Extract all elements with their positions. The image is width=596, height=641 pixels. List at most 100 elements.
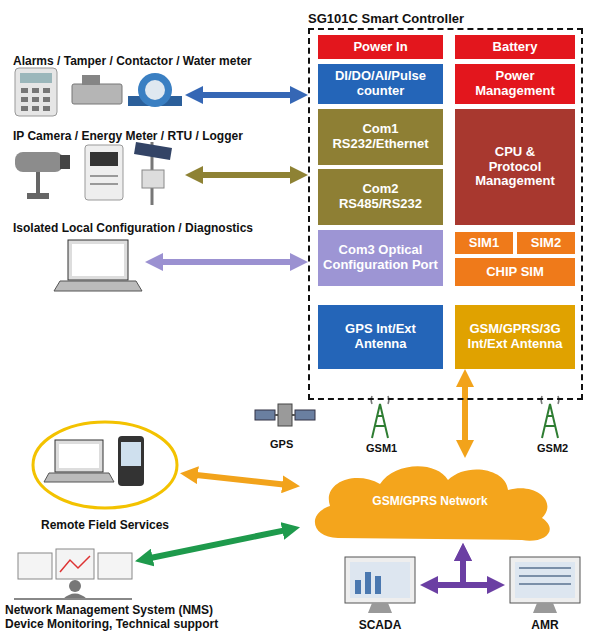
node-text: SCADA	[310, 618, 450, 632]
monitor	[345, 557, 415, 603]
tower-brace	[375, 425, 385, 427]
tower-frame	[542, 404, 558, 438]
link-arrow	[192, 474, 288, 485]
text-holder: CHIP SIM	[455, 258, 575, 286]
monitor-screen	[350, 562, 410, 598]
monitor	[56, 549, 94, 579]
text-holder: Isolated Local Configuration / Diagnosti…	[13, 221, 253, 235]
monitor-stand	[533, 603, 557, 613]
camera-stand	[36, 172, 40, 194]
laptop-screen	[59, 444, 99, 468]
screen-bar	[375, 576, 381, 594]
power-block: Power Management	[455, 64, 575, 104]
water-meter	[128, 73, 182, 107]
keypad-body	[15, 68, 57, 116]
remote-services-ellipse: Remote Field Services	[30, 420, 180, 510]
node-text: Com3 Optical Configuration Port	[322, 243, 439, 273]
camera-body	[15, 152, 63, 172]
io-block: DI/DO/AI/Pulse counter	[318, 64, 443, 104]
solar-wing	[255, 410, 275, 420]
text-holder: GPS Int/Ext Antenna	[318, 305, 443, 369]
node-text: Battery	[493, 40, 538, 55]
tower-brace	[377, 415, 383, 417]
sim-slot: SIM2	[517, 232, 575, 254]
ellipse-shape	[33, 422, 177, 508]
radio-waves	[541, 396, 559, 404]
node-text: CPU & Protocol Management	[469, 145, 561, 190]
text-holder: Power Management	[455, 64, 575, 104]
screen-row	[519, 567, 571, 569]
phone-body	[118, 436, 144, 486]
field-laptop	[44, 440, 114, 482]
laptop-base	[54, 281, 142, 291]
alarm-keypad	[15, 68, 57, 116]
solar-panel	[134, 142, 172, 160]
solar-wing	[295, 410, 315, 420]
text-holder: SCADA	[310, 618, 450, 632]
logger-box	[142, 170, 164, 188]
text-holder: Com3 Optical Configuration Port	[318, 230, 443, 286]
camera-lens	[60, 155, 70, 169]
rtu-logger	[134, 142, 172, 205]
keypad-key	[43, 97, 50, 102]
icon-label: GSM2	[537, 442, 568, 454]
network-cloud: GSM/GPRS Network	[300, 458, 560, 543]
gps-satellite	[255, 404, 315, 426]
meter-line	[90, 183, 118, 185]
scada-station: SCADA	[340, 555, 420, 615]
battery-block: Battery	[455, 35, 575, 59]
laptop-base	[44, 473, 114, 482]
phone-screen	[121, 442, 141, 466]
node-text: Device Monitoring, Technical support	[5, 617, 218, 631]
text-holder: SG101C Smart Controller	[308, 11, 464, 26]
node-text: SIM1	[469, 236, 499, 251]
meter-case	[85, 145, 123, 200]
com-port-block: Com1 RS232/Ethernet	[318, 109, 443, 165]
node-text: Remote Field Services	[10, 518, 200, 532]
monitor	[510, 557, 580, 603]
nms-workstation	[14, 549, 132, 599]
switch-plunger	[82, 75, 100, 85]
cpu-block: CPU & Protocol Management	[455, 109, 575, 225]
text-holder: Com1 RS232/Ethernet	[318, 109, 443, 165]
amr-station: AMR	[505, 555, 585, 615]
screen-row	[519, 583, 571, 585]
monitor-screen	[515, 562, 575, 598]
node-text: DI/DO/AI/Pulse counter	[322, 69, 439, 99]
keypad-key	[21, 106, 28, 111]
link-arrow	[197, 172, 296, 178]
amr-monitor	[510, 557, 580, 613]
tamper-switch	[72, 75, 122, 104]
text-holder: AMR	[475, 618, 596, 632]
laptop-screen	[72, 244, 124, 276]
local-config-group: Isolated Local Configuration / Diagnosti…	[50, 237, 145, 287]
satellite-body	[278, 404, 292, 426]
text-holder: GSM/GPRS/3G Int/Ext Antenna	[455, 305, 575, 369]
keypad-key	[32, 106, 39, 111]
icon-label: GPS	[270, 438, 293, 450]
meter-body	[138, 73, 172, 107]
controller-housing: SG101C Smart ControllerPower InBatteryDI…	[308, 28, 583, 400]
camera-base	[27, 193, 49, 199]
tower-brace	[545, 425, 555, 427]
sim-slot: SIM1	[455, 232, 513, 254]
keypad-key	[32, 97, 39, 102]
ip-camera	[15, 152, 70, 199]
desk	[14, 598, 132, 600]
monitor-stand	[368, 603, 392, 613]
node-text: Isolated Local Configuration / Diagnosti…	[13, 221, 253, 235]
laptop-lid	[68, 240, 128, 280]
nms-station: Network Management System (NMS)Device Mo…	[10, 548, 135, 600]
config-laptop	[54, 240, 142, 291]
keypad-key	[21, 97, 28, 102]
text-holder: Power In	[318, 35, 443, 59]
field-device-group: IP Camera / Energy Meter / RTU / Logger	[10, 145, 185, 205]
gsm-tower	[541, 396, 559, 438]
tower-brace	[547, 415, 553, 417]
keypad-screen	[20, 73, 52, 83]
screen-row	[519, 575, 571, 577]
keypad-key	[43, 106, 50, 111]
operator-head	[69, 580, 81, 592]
node-text: GSM/GPRS/3G Int/Ext Antenna	[459, 322, 571, 352]
